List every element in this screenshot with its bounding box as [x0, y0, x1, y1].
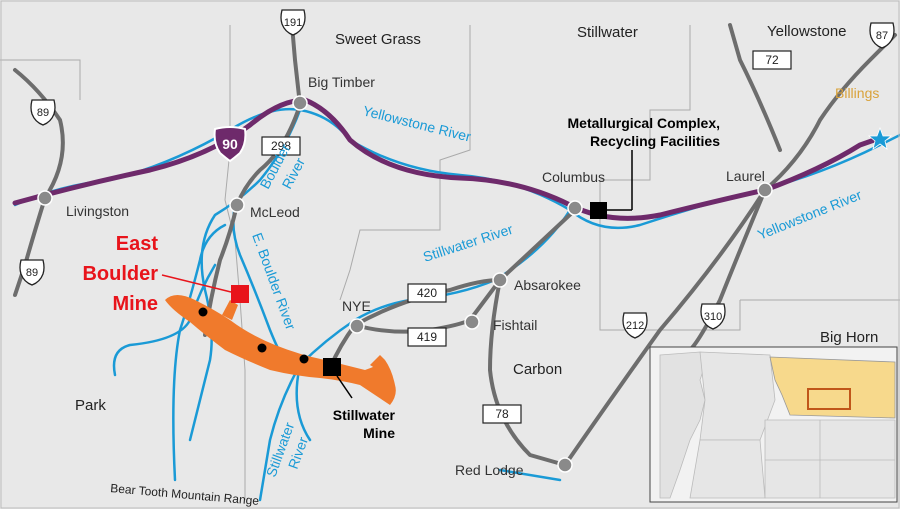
- livingston-dot: [37, 190, 53, 206]
- interstate-90-shield: 90: [213, 126, 247, 163]
- road-310: [688, 188, 767, 352]
- town-label-nye: NYE: [342, 298, 371, 314]
- route-420-sign: 420: [407, 283, 447, 303]
- route-191-shield: 191: [280, 9, 306, 36]
- town-label-billings: Billings: [835, 85, 879, 101]
- route-72-sign: 72: [752, 50, 792, 70]
- columbus-dot: [567, 200, 583, 216]
- svg-text:72: 72: [765, 53, 779, 67]
- east-boulder-mine-marker: [231, 285, 249, 303]
- svg-text:191: 191: [284, 17, 302, 29]
- town-label-livingston: Livingston: [66, 203, 129, 219]
- fishtail-dot: [464, 314, 480, 330]
- metallurgical-complex-label-line-1: Metallurgical Complex,: [568, 115, 720, 131]
- county-label-big-horn: Big Horn: [820, 329, 878, 346]
- billings-star-icon: [867, 126, 893, 150]
- svg-text:310: 310: [704, 311, 722, 323]
- road-78: [488, 278, 567, 467]
- stillwater-mine-label-line-1: Stillwater: [333, 407, 396, 423]
- road-north-laurel: [763, 33, 897, 192]
- svg-text:90: 90: [222, 136, 238, 152]
- road-72: [728, 23, 782, 152]
- study-area-box: [807, 388, 851, 410]
- county-label-carbon: Carbon: [513, 361, 562, 378]
- east-boulder-mine-label-line-1: East: [116, 233, 159, 255]
- metallurgical-complex-marker: [590, 202, 607, 219]
- route-78-sign: 78: [482, 404, 522, 424]
- route-89-north-shield: 89: [30, 99, 56, 126]
- big-timber-dot: [292, 95, 308, 111]
- svg-text:298: 298: [271, 139, 291, 153]
- svg-text:420: 420: [417, 286, 437, 300]
- red-lodge-dot: [557, 457, 573, 473]
- montana-highlight: [769, 356, 896, 419]
- svg-text:89: 89: [37, 107, 49, 119]
- town-label-columbus: Columbus: [542, 169, 605, 185]
- road-420: [353, 208, 577, 327]
- county-label-sweet-grass: Sweet Grass: [335, 31, 421, 48]
- route-310-shield: 310: [700, 303, 726, 330]
- road-212: [563, 188, 767, 467]
- town-label-red-lodge: Red Lodge: [455, 462, 524, 478]
- east-boulder-mine-label-line-3: Mine: [112, 293, 158, 315]
- interstate-90-line: [12, 97, 883, 221]
- stillwater-mine-marker: [323, 358, 341, 376]
- leader-lines: [161, 274, 232, 293]
- east-boulder-mine-label-line-2: Boulder: [82, 263, 158, 285]
- route-89-south-shield: 89: [19, 259, 45, 286]
- absarokee-dot: [492, 272, 508, 288]
- svg-text:419: 419: [417, 330, 437, 344]
- town-label-absarokee: Absarokee: [514, 277, 581, 293]
- metallurgical-complex-label-line-2: Recycling Facilities: [590, 133, 720, 149]
- town-label-fishtail: Fishtail: [493, 317, 537, 333]
- town-label-big-timber: Big Timber: [308, 74, 375, 90]
- county-label-park: Park: [75, 397, 106, 414]
- town-markers: [37, 95, 773, 473]
- county-label-yellowstone: Yellowstone: [767, 23, 847, 40]
- route-298-sign: 298: [261, 136, 301, 156]
- nye-dot: [349, 318, 365, 334]
- leader-lines-black: [336, 150, 633, 399]
- svg-text:212: 212: [626, 320, 644, 332]
- laurel-dot: [757, 182, 773, 198]
- mcleod-dot: [229, 197, 245, 213]
- inset-locator-map: [649, 346, 898, 503]
- stillwater-mine-label-line-2: Mine: [363, 425, 395, 441]
- shaft-markers: [198, 307, 309, 364]
- svg-text:89: 89: [26, 267, 38, 279]
- route-419-sign: 419: [407, 327, 447, 347]
- county-label-stillwater: Stillwater: [577, 24, 638, 41]
- svg-text:87: 87: [876, 30, 888, 42]
- road-191: [290, 23, 302, 107]
- route-212-shield: 212: [622, 312, 648, 339]
- route-87-shield: 87: [869, 22, 895, 49]
- svg-text:78: 78: [495, 407, 509, 421]
- town-label-mcleod: McLeod: [250, 204, 300, 220]
- road-89-north: [13, 68, 65, 200]
- town-label-laurel: Laurel: [726, 168, 765, 184]
